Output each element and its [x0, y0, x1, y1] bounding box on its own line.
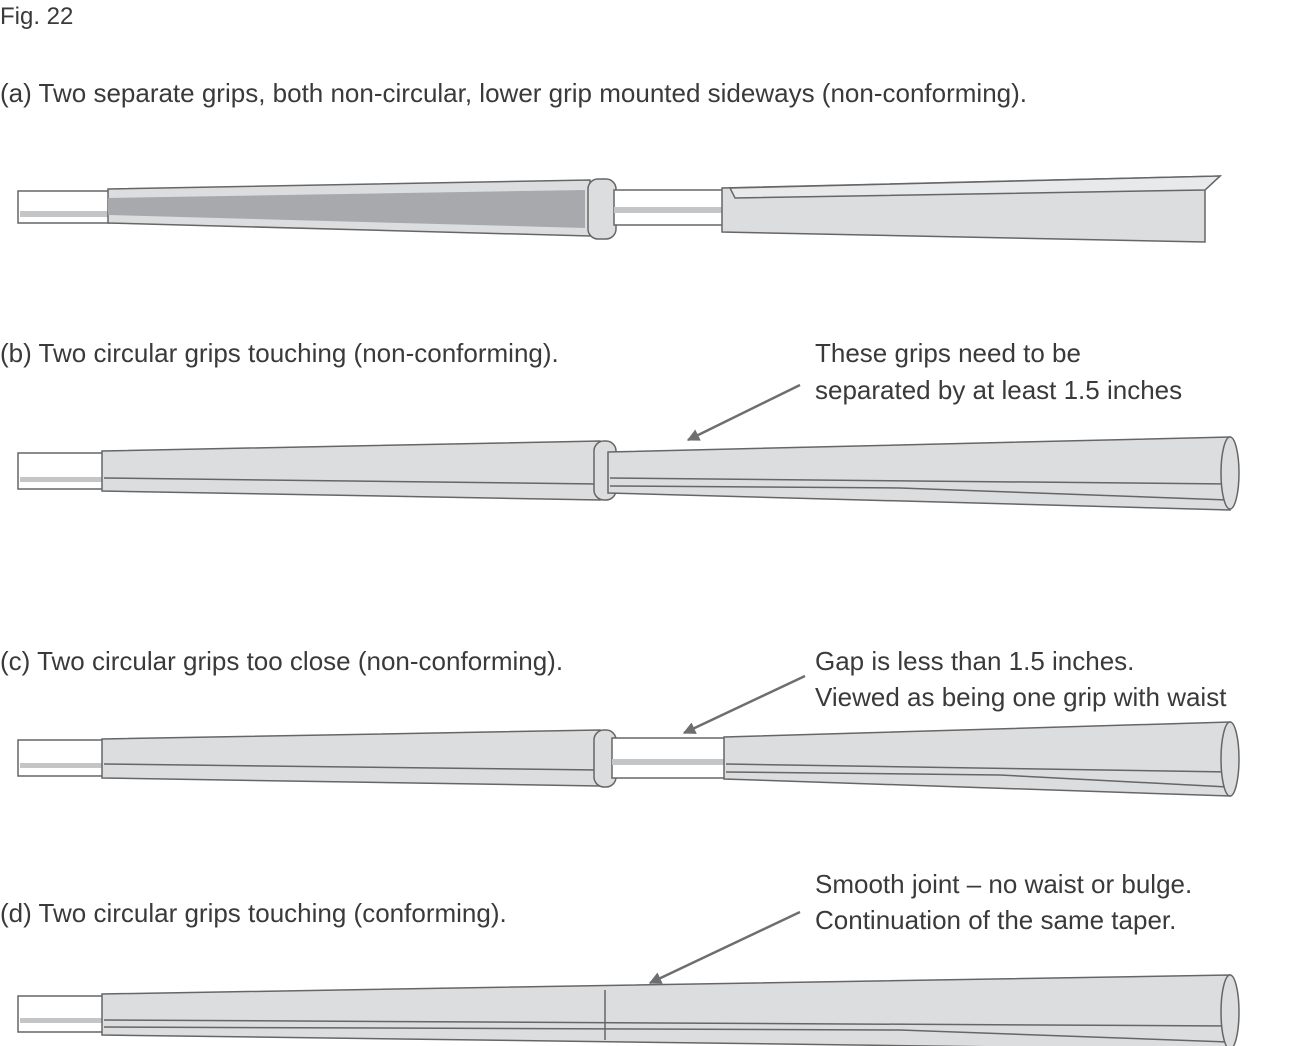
grip-assembly-a — [17, 175, 1222, 243]
arrow-b — [686, 383, 801, 442]
note-c-line2: Viewed as being one grip with waist — [815, 682, 1227, 712]
note-b-line2: separated by at least 1.5 inches — [815, 375, 1183, 405]
caption-c: (c) Two circular grips too close (non-co… — [0, 646, 564, 676]
caption-b: (b) Two circular grips touching (non-con… — [0, 338, 559, 368]
figure-label: Fig. 22 — [0, 3, 74, 30]
grip-assembly-c — [17, 674, 1240, 797]
note-d-line2: Continuation of the same taper. — [815, 905, 1177, 935]
note-b-line1: These grips need to be — [815, 338, 1081, 368]
note-c-line1: Gap is less than 1.5 inches. — [815, 646, 1135, 676]
caption-a: (a) Two separate grips, both non-circula… — [0, 78, 1027, 108]
grip-assembly-b — [17, 383, 1240, 511]
grip-assembly-d — [17, 910, 1240, 1046]
note-d-line1: Smooth joint – no waist or bulge. — [815, 869, 1193, 899]
caption-d: (d) Two circular grips touching (conform… — [0, 898, 507, 928]
arrow-c — [682, 674, 806, 735]
arrow-d — [648, 910, 801, 985]
